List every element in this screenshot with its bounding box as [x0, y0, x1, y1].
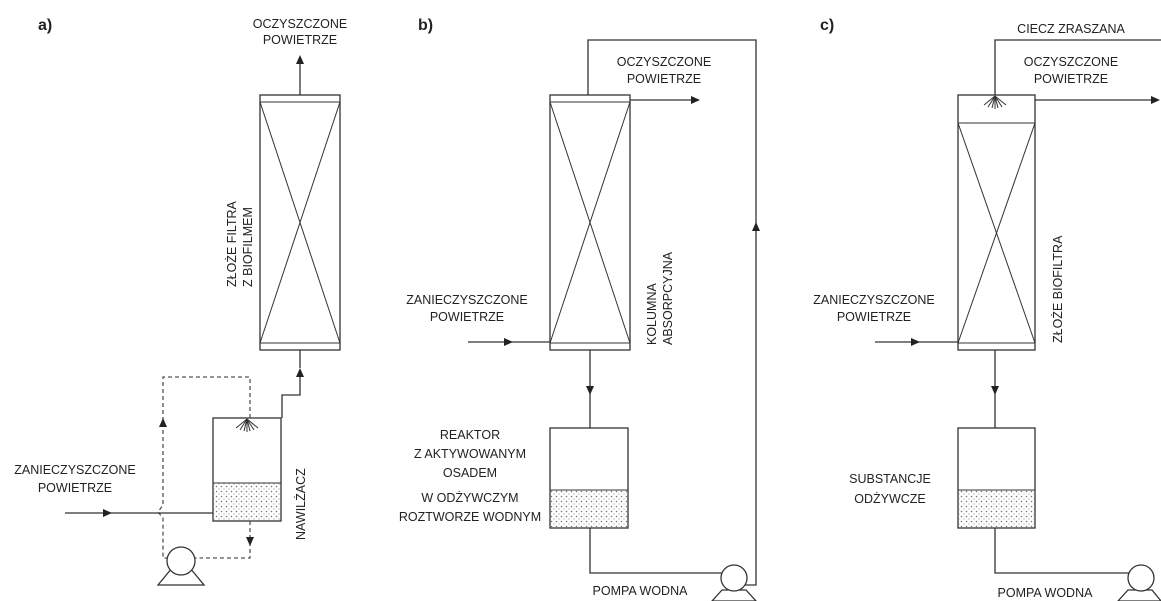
panel-c-outlet-arrow	[1151, 96, 1160, 104]
panel-b-outlet-label-1: OCZYSZCZONE	[617, 55, 711, 69]
panel-b-recycle-arrow	[752, 222, 760, 231]
panel-a-biofilter-column	[259, 94, 341, 351]
panel-a-humidifier-label: NAWILŻACZ	[294, 468, 308, 540]
panel-c-pump-feed-pipe	[994, 528, 1130, 574]
panel-c-inlet-label-2: POWIETRZE	[837, 310, 911, 324]
panel-a-bed-label-2: Z BIOFILMEM	[241, 207, 255, 287]
panel-c-nutrients-label-1: SUBSTANCJE	[849, 472, 931, 486]
panel-a: a) OCZYSZCZONE POWIETRZE ZŁOŻE FILTRA Z …	[14, 17, 347, 586]
panel-c-outlet-label-2: POWIETRZE	[1034, 72, 1108, 86]
panel-b-reactor-label-2: Z AKTYWOWANYM	[414, 447, 526, 461]
panel-b-inlet-label-1: ZANIECZYSZCZONE	[406, 293, 528, 307]
panel-b-reactor-label-3: OSADEM	[443, 466, 497, 480]
panel-b-recycle-pipe	[587, 39, 757, 586]
panel-b-down-arrow	[586, 386, 594, 395]
panel-b: b) OCZYSZCZONE POWIETRZE KOLUMNA ABSORPC…	[399, 17, 760, 601]
panel-a-liquid-drain-line	[200, 521, 251, 559]
panel-a-inlet-arrow	[103, 509, 112, 517]
panel-b-outlet-label-2: POWIETRZE	[627, 72, 701, 86]
panel-c-pump-icon	[1117, 564, 1161, 601]
panel-c-spray-label: CIECZ ZRASZANA	[1017, 22, 1125, 36]
panel-a-letter: a)	[38, 17, 52, 34]
panel-c: c) CIECZ ZRASZANA OCZYSZCZONE POWIETRZE …	[813, 17, 1161, 601]
panel-c-nutrients-label-2: ODŻYWCZE	[854, 492, 926, 506]
panel-c-spray-pipe	[994, 39, 1161, 95]
panel-a-humidifier	[212, 417, 282, 522]
panel-a-outlet-label-1: OCZYSZCZONE	[253, 17, 347, 31]
panel-b-reactor	[549, 427, 629, 529]
panel-c-spray-nozzle-icon	[983, 95, 1007, 109]
panel-a-riser-pipe	[281, 375, 301, 418]
panel-a-riser-arrow	[296, 368, 304, 377]
panel-b-letter: b)	[418, 17, 433, 34]
panel-b-pump-icon	[711, 564, 757, 601]
panel-b-pump-label: POMPA WODNA	[593, 584, 689, 598]
panel-a-recirc-lower-line	[157, 430, 200, 559]
panel-a-recirc-arrow	[159, 418, 167, 427]
panel-c-letter: c)	[820, 17, 834, 34]
panel-b-reactor-label-4: W ODŻYWCZYM	[421, 491, 518, 505]
panel-a-bed-label-1: ZŁOŻE FILTRA	[225, 200, 239, 287]
panel-b-outlet-arrow	[691, 96, 700, 104]
panel-a-outlet-arrow	[296, 55, 304, 64]
panel-c-pump-label: POMPA WODNA	[998, 586, 1094, 600]
panel-c-biofilter-column	[957, 94, 1036, 351]
panel-a-spray-nozzle-icon	[235, 418, 259, 432]
panel-c-bed-label: ZŁOŻE BIOFILTRA	[1051, 235, 1065, 343]
panel-c-down-arrow	[991, 386, 999, 395]
panel-b-inlet-arrow	[504, 338, 513, 346]
panel-b-absorption-column	[549, 94, 631, 351]
panel-a-inlet-label-1: ZANIECZYSZCZONE	[14, 463, 136, 477]
panel-b-reactor-label-1: REAKTOR	[440, 428, 500, 442]
panel-b-column-label-2: ABSORPCYJNA	[661, 251, 675, 345]
panel-b-inlet-label-2: POWIETRZE	[430, 310, 504, 324]
panel-a-inlet-label-2: POWIETRZE	[38, 481, 112, 495]
panel-a-outlet-label-2: POWIETRZE	[263, 33, 337, 47]
panel-c-inlet-arrow	[911, 338, 920, 346]
panel-b-pump-feed-pipe	[589, 528, 725, 574]
panel-c-nutrient-tank	[957, 427, 1036, 529]
panel-a-drain-arrow	[246, 537, 254, 546]
panel-c-outlet-label-1: OCZYSZCZONE	[1024, 55, 1118, 69]
panel-a-recirc-dashed-line	[162, 376, 251, 425]
panel-a-pump-icon	[156, 546, 206, 586]
panel-b-reactor-label-5: ROZTWORZE WODNYM	[399, 510, 541, 524]
panel-c-inlet-label-1: ZANIECZYSZCZONE	[813, 293, 935, 307]
panel-b-column-label-1: KOLUMNA	[645, 283, 659, 345]
